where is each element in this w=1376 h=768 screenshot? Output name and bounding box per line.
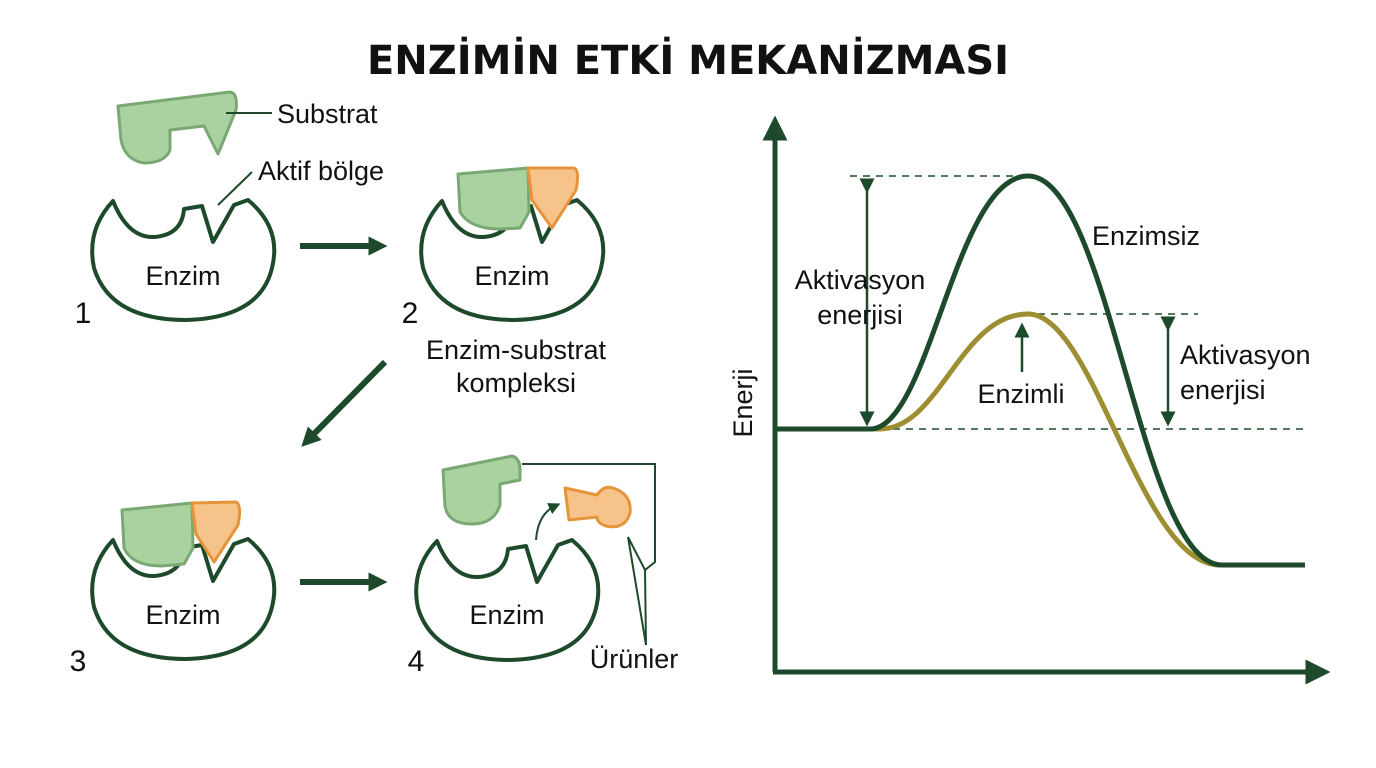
uncatalyzed-label: Enzimsiz	[1092, 221, 1200, 251]
product-2-shape	[563, 485, 632, 529]
step-2: Enzim 2 Enzim-substrat kompleksi	[402, 166, 607, 398]
enzyme-label: Enzim	[469, 600, 544, 630]
step-number: 1	[75, 297, 92, 330]
product-1-shape	[441, 454, 522, 526]
activation-energy-right-line1: Aktivasyon	[1180, 340, 1311, 370]
step-number: 2	[402, 297, 419, 330]
products-bracket-stem	[644, 569, 647, 646]
step-3: Enzim 3	[70, 500, 277, 678]
enzyme-shape	[90, 198, 277, 322]
y-axis-label: Enerji	[728, 368, 758, 437]
step-number: 3	[70, 645, 87, 678]
catalyzed-label: Enzimli	[977, 379, 1064, 409]
enzyme-label: Enzim	[145, 600, 220, 630]
catalyzed-curve	[776, 311, 1305, 568]
active-site-leader-line	[217, 171, 253, 206]
enzyme-shape	[419, 198, 606, 322]
release-arrow	[535, 503, 561, 541]
enzyme-label: Enzim	[474, 261, 549, 291]
substrate-reactive-part	[190, 500, 242, 564]
uncatalyzed-curve	[776, 173, 1305, 568]
products-bracket	[522, 463, 656, 646]
energy-graph: Enerji Aktivasyon enerjisi Enzimsiz Enzi…	[728, 115, 1331, 685]
activation-energy-right-line2: enerjisi	[1180, 375, 1266, 405]
complex-label-line2: kompleksi	[456, 368, 576, 398]
enzyme-shape	[414, 538, 601, 662]
substrate-bound-part	[120, 501, 195, 568]
substrate-reactive-part	[526, 166, 580, 230]
activation-energy-left-line2: enerjisi	[817, 300, 903, 330]
substrate-shape	[116, 90, 238, 165]
enzyme-shape	[90, 537, 277, 661]
complex-label-line1: Enzim-substrat	[426, 335, 607, 365]
step-number: 4	[408, 645, 425, 678]
products-label: Ürünler	[590, 644, 679, 674]
activation-energy-left-line1: Aktivasyon	[795, 265, 926, 295]
step-4: Enzim 4 Ürünler	[408, 454, 679, 678]
step-1: Substrat Aktif bölge Enzim 1	[75, 90, 384, 330]
substrate-bound-part	[456, 166, 531, 231]
page-title: ENZİMİN ETKİ MEKANİZMASI	[367, 36, 1009, 84]
step-arrow-2-3	[301, 359, 388, 447]
substrate-label: Substrat	[277, 99, 378, 129]
active-site-label: Aktif bölge	[258, 156, 384, 186]
enzyme-label: Enzim	[145, 261, 220, 291]
